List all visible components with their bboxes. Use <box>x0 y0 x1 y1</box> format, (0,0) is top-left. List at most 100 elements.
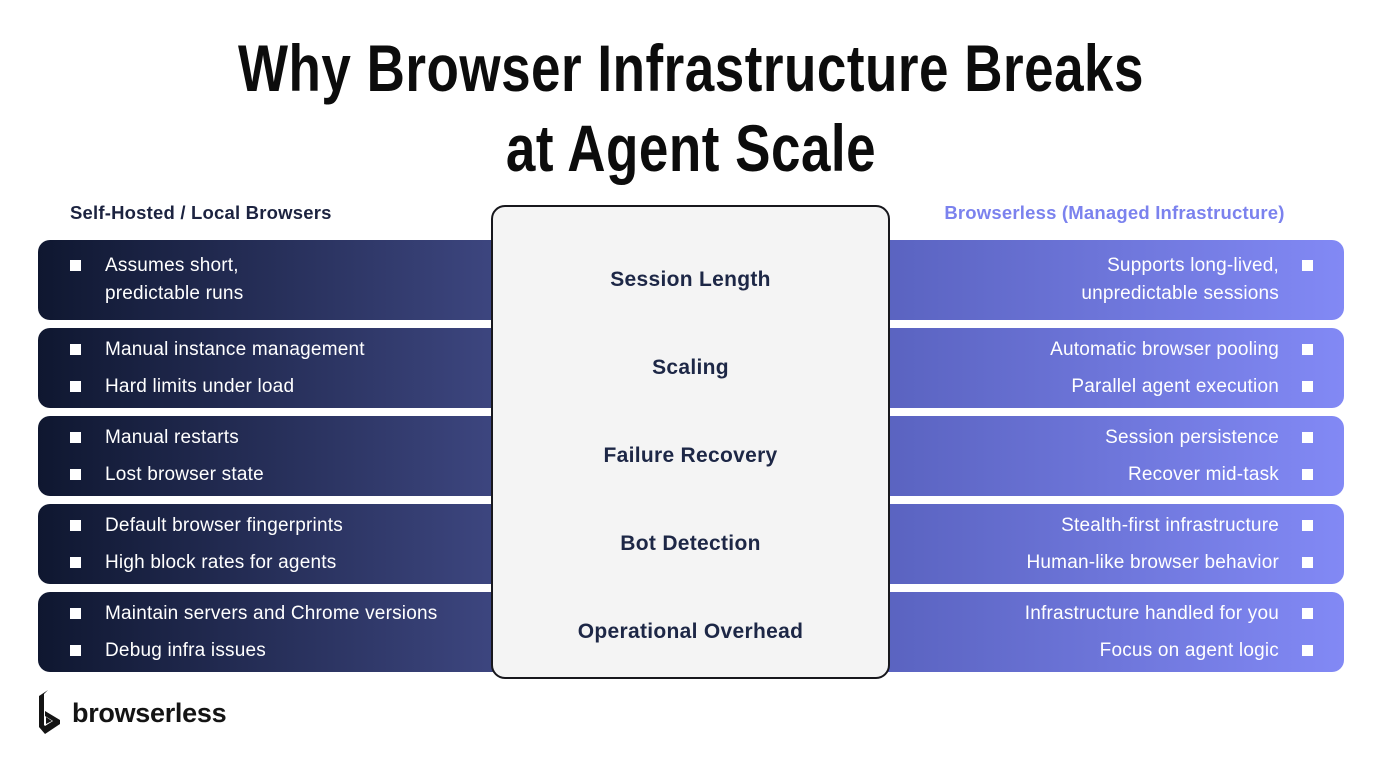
square-bullet-icon <box>1302 468 1313 480</box>
row-text: Hard limits under load <box>105 373 294 401</box>
row-text: Assumes short, predictable runs <box>105 252 243 308</box>
row-line: Hard limits under load <box>105 375 295 397</box>
category-cell: Scaling <box>493 328 888 408</box>
row-line: Human-like browser behavior <box>1026 551 1279 573</box>
row-line: unpredictable sessions <box>1081 283 1279 304</box>
category-cell: Bot Detection <box>493 504 888 584</box>
square-bullet-icon <box>1302 380 1313 392</box>
row-item: Infrastructure handled for you <box>1025 600 1313 628</box>
browserless-b-mark-icon <box>32 689 62 737</box>
square-bullet-icon <box>70 644 81 656</box>
row-line: Supports long-lived, <box>1107 255 1279 276</box>
row-text: Focus on agent logic <box>1100 637 1279 665</box>
row-line: Session persistence <box>1105 426 1279 448</box>
row-item: Session persistence <box>1105 424 1313 452</box>
row-line: Manual restarts <box>105 426 239 448</box>
square-bullet-icon <box>70 260 81 271</box>
row-item: Human-like browser behavior <box>1026 549 1313 577</box>
row-text: Lost browser state <box>105 461 264 489</box>
category-cell: Session Length <box>493 240 888 320</box>
row-text: Human-like browser behavior <box>1026 549 1279 577</box>
square-bullet-icon <box>1302 519 1313 531</box>
row-item: Hard limits under load <box>70 373 294 401</box>
row-item: Debug infra issues <box>70 637 266 665</box>
row-text: Supports long-lived, unpredictable sessio… <box>1081 252 1279 308</box>
row-text: Manual restarts <box>105 424 239 452</box>
row-item: Supports long-lived, unpredictable sessio… <box>1081 252 1313 308</box>
square-bullet-icon <box>70 343 81 355</box>
row-line: Debug infra issues <box>105 639 266 661</box>
row-item: Parallel agent execution <box>1071 373 1313 401</box>
row-line: Focus on agent logic <box>1099 639 1279 661</box>
row-line: Lost browser state <box>105 463 264 485</box>
row-line: Automatic browser pooling <box>1050 338 1279 360</box>
row-text: Recover mid-task <box>1128 461 1279 489</box>
row-line: High block rates for agents <box>105 551 337 573</box>
row-text: Stealth-first infrastructure <box>1061 512 1279 540</box>
row-text: Default browser fingerprints <box>105 512 343 540</box>
row-text: High block rates for agents <box>105 549 336 577</box>
row-line: Default browser fingerprints <box>105 514 343 536</box>
right-column-header: Browserless (Managed Infrastructure) <box>944 202 1285 223</box>
square-bullet-icon <box>1302 431 1313 443</box>
row-line: Maintain servers and Chrome versions <box>105 602 438 624</box>
right-column-rows: Supports long-lived, unpredictable sessio… <box>885 240 1344 672</box>
square-bullet-icon <box>70 607 81 619</box>
row-text: Debug infra issues <box>105 637 266 665</box>
row-item: Stealth-first infrastructure <box>1061 512 1313 540</box>
row-text: Manual instance management <box>105 336 365 364</box>
square-bullet-icon <box>70 468 81 480</box>
square-bullet-icon <box>1302 644 1313 656</box>
row-item: High block rates for agents <box>70 549 336 577</box>
row-line: predictable runs <box>105 283 244 304</box>
category-cell: Operational Overhead <box>493 592 888 672</box>
category-label: Bot Detection <box>620 532 761 555</box>
page-title-line-1: Why Browser Infrastructure Breaks <box>237 32 1144 106</box>
square-bullet-icon <box>70 431 81 443</box>
row-item: Maintain servers and Chrome versions <box>70 600 437 628</box>
square-bullet-icon <box>1302 556 1313 568</box>
row-item: Lost browser state <box>70 461 264 489</box>
row-item: Default browser fingerprints <box>70 512 343 540</box>
square-bullet-icon <box>1302 343 1313 355</box>
row-line: Stealth-first infrastructure <box>1061 514 1279 536</box>
square-bullet-icon <box>70 519 81 531</box>
row-item: Recover mid-task <box>1128 461 1313 489</box>
category-label: Operational Overhead <box>577 620 804 643</box>
row-line: Manual instance management <box>105 338 365 360</box>
row-item: Automatic browser pooling <box>1050 336 1313 364</box>
page-title: Why Browser Infrastructure Breaks at Age… <box>0 30 1382 190</box>
square-bullet-icon <box>1302 260 1313 271</box>
row-text: Parallel agent execution <box>1071 373 1279 401</box>
left-column-header: Self-Hosted / Local Browsers <box>70 202 332 223</box>
page-title-line-2: at Agent Scale <box>505 112 877 186</box>
row-line: Parallel agent execution <box>1071 375 1279 397</box>
category-label: Session Length <box>610 268 771 291</box>
row-text: Infrastructure handled for you <box>1025 600 1279 628</box>
category-cell: Failure Recovery <box>493 416 888 496</box>
row-text: Session persistence <box>1105 424 1279 452</box>
row-text: Automatic browser pooling <box>1050 336 1279 364</box>
row-item: Manual restarts <box>70 424 239 452</box>
browserless-logo-text: browserless <box>72 697 227 728</box>
row-text: Maintain servers and Chrome versions <box>105 600 437 628</box>
square-bullet-icon <box>1302 607 1313 619</box>
row-line: Infrastructure handled for you <box>1024 602 1279 624</box>
row-line: Assumes short, <box>105 255 239 276</box>
row-item: Focus on agent logic <box>1100 637 1313 665</box>
category-label: Failure Recovery <box>603 444 778 467</box>
row-item: Assumes short, predictable runs <box>70 252 243 308</box>
right-row-bar: Supports long-lived, unpredictable sessio… <box>885 240 1344 320</box>
square-bullet-icon <box>70 380 81 392</box>
